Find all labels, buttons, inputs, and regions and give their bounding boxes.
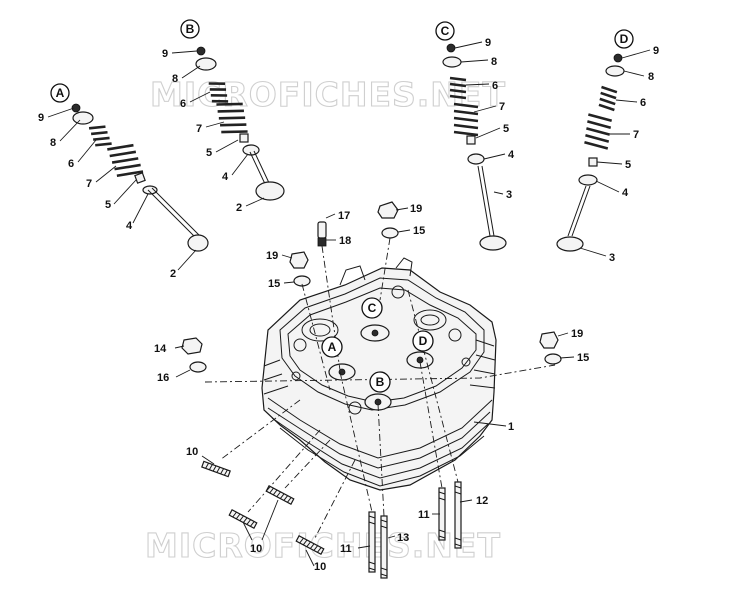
group-label-c-head: C — [361, 297, 383, 319]
callout-8-a: 8 — [50, 137, 56, 149]
group-label-d-top: D — [614, 29, 634, 49]
group-label-d-head: D — [412, 330, 434, 352]
valve-assembly-d — [556, 53, 625, 252]
callout-2-a: 2 — [170, 268, 176, 280]
svg-text:B: B — [376, 375, 385, 389]
group-label-b-head: B — [369, 371, 391, 393]
callout-1: 1 — [508, 421, 514, 433]
fasteners — [181, 201, 562, 579]
group-label-b-top: B — [180, 19, 200, 39]
callout-13: 13 — [397, 532, 409, 544]
watermark-top: MICROFICHES.NET — [150, 75, 506, 114]
callout-6-a: 6 — [68, 158, 74, 170]
callout-10-c: 10 — [314, 561, 326, 573]
callout-3-c: 3 — [506, 189, 512, 201]
callout-8-d: 8 — [648, 71, 654, 83]
svg-text:C: C — [441, 24, 450, 38]
callout-6-d: 6 — [640, 97, 646, 109]
svg-text:D: D — [419, 334, 428, 348]
callout-6-c: 6 — [492, 80, 498, 92]
callout-5-a: 5 — [105, 199, 111, 211]
callout-6-b: 6 — [180, 98, 186, 110]
group-label-c-top: C — [435, 21, 455, 41]
callout-7-b: 7 — [196, 123, 202, 135]
callout-3-d: 3 — [609, 252, 615, 264]
callout-5-d: 5 — [625, 159, 631, 171]
callout-8-c: 8 — [491, 56, 497, 68]
callout-4-d: 4 — [622, 187, 629, 199]
callout-9-b: 9 — [162, 48, 168, 60]
callout-10-b: 10 — [250, 543, 262, 555]
valve-assembly-c — [442, 43, 507, 251]
callout-5-b: 5 — [206, 147, 212, 159]
callout-4-c: 4 — [508, 149, 515, 161]
callout-12: 12 — [476, 495, 488, 507]
group-label-a-head: A — [321, 336, 343, 358]
callout-2-b: 2 — [236, 202, 242, 214]
callout-19-top: 19 — [410, 203, 422, 215]
valve-assembly-b — [195, 46, 285, 201]
callout-4-b: 4 — [222, 171, 229, 183]
valve-assembly-a — [71, 103, 209, 252]
callout-7-d: 7 — [633, 129, 639, 141]
leader-lines — [47, 41, 651, 567]
svg-text:D: D — [620, 32, 629, 46]
callout-16: 16 — [157, 372, 169, 384]
watermark-bottom: MICROFICHES.NET — [145, 526, 501, 565]
callout-9-d: 9 — [653, 45, 659, 57]
callout-15-top: 15 — [413, 225, 425, 237]
callout-9-a: 9 — [38, 112, 44, 124]
callout-11-left: 11 — [340, 543, 352, 555]
callout-19-left: 19 — [266, 250, 278, 262]
callout-15-left: 15 — [268, 278, 280, 290]
assembly-lines — [204, 237, 556, 539]
callout-7-a: 7 — [86, 178, 92, 190]
svg-text:B: B — [186, 22, 195, 36]
svg-text:C: C — [368, 301, 377, 315]
callout-8-b: 8 — [172, 73, 178, 85]
callout-14: 14 — [154, 343, 167, 355]
callout-15-right: 15 — [577, 352, 589, 364]
callout-4-a: 4 — [126, 220, 133, 232]
svg-text:A: A — [56, 86, 65, 100]
callouts: 9 8 6 7 5 4 2 9 8 6 7 5 4 2 9 8 6 7 5 4 … — [38, 37, 659, 573]
group-label-a-top: A — [50, 83, 70, 103]
callout-11-right: 11 — [418, 509, 430, 521]
callout-9-c: 9 — [485, 37, 491, 49]
callout-19-right: 19 — [571, 328, 583, 340]
callout-10-a: 10 — [186, 446, 198, 458]
svg-text:A: A — [328, 340, 337, 354]
callout-17: 17 — [338, 210, 350, 222]
callout-7-c: 7 — [499, 101, 505, 113]
callout-5-c: 5 — [503, 123, 509, 135]
callout-18: 18 — [339, 235, 351, 247]
